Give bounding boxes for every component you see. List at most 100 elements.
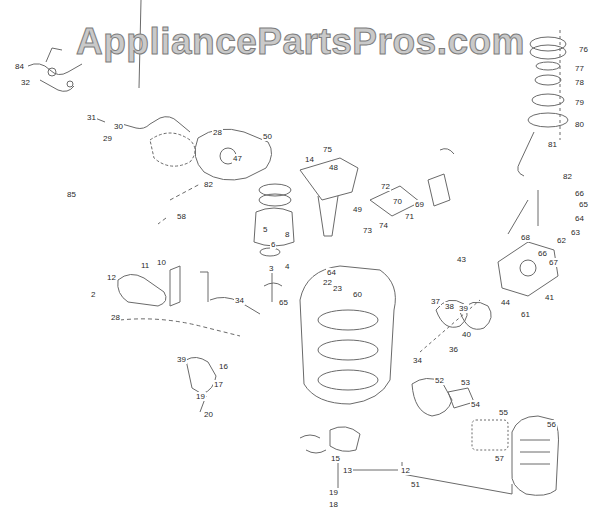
callout-number: 52 bbox=[434, 376, 445, 385]
callout-number: 75 bbox=[322, 145, 333, 154]
carburetor bbox=[498, 242, 558, 296]
callout-number: 40 bbox=[461, 330, 472, 339]
callout-number: 71 bbox=[404, 212, 415, 221]
crankshaft-end bbox=[330, 427, 360, 452]
callout-number: 2 bbox=[90, 290, 96, 299]
callout-number: 50 bbox=[262, 132, 273, 141]
linkage bbox=[95, 117, 190, 132]
ring bbox=[259, 194, 291, 206]
callout-number: 66 bbox=[537, 249, 548, 258]
cylinder-bore bbox=[318, 340, 378, 360]
pivot bbox=[48, 68, 56, 76]
callout-number: 70 bbox=[392, 197, 403, 206]
callout-number: 39 bbox=[176, 355, 187, 364]
carb-bore bbox=[520, 260, 536, 276]
callout-number: 20 bbox=[203, 410, 214, 419]
callout-number: 76 bbox=[578, 45, 589, 54]
callout-number: 32 bbox=[20, 78, 31, 87]
callout-number: 56 bbox=[546, 420, 557, 429]
muffler-rib bbox=[520, 440, 550, 464]
pivot bbox=[67, 81, 73, 87]
callout-number: 62 bbox=[556, 236, 567, 245]
callout-number: 28 bbox=[110, 313, 121, 322]
callout-number: 81 bbox=[547, 140, 558, 149]
callout-number: 15 bbox=[330, 454, 341, 463]
callout-number: 4 bbox=[284, 262, 290, 271]
callout-number: 55 bbox=[498, 408, 509, 417]
handle-part bbox=[186, 357, 216, 394]
callout-number: 80 bbox=[574, 120, 585, 129]
callout-number: 41 bbox=[544, 293, 555, 302]
callout-number: 19 bbox=[195, 392, 206, 401]
cover bbox=[150, 133, 195, 166]
callout-number: 49 bbox=[352, 205, 363, 214]
callout-number: 63 bbox=[570, 228, 581, 237]
callout-number: 30 bbox=[113, 122, 124, 131]
callout-number: 43 bbox=[456, 255, 467, 264]
callout-number: 8 bbox=[284, 230, 290, 239]
callout-number: 12 bbox=[106, 273, 117, 282]
pulley bbox=[530, 45, 566, 59]
callout-number: 64 bbox=[574, 214, 585, 223]
washer bbox=[536, 62, 560, 70]
leader-line bbox=[508, 190, 538, 234]
callout-number: 17 bbox=[213, 380, 224, 389]
callout-number: 77 bbox=[574, 64, 585, 73]
linkage bbox=[28, 48, 82, 91]
crankcase bbox=[195, 129, 271, 180]
dashed-line bbox=[158, 184, 200, 224]
callout-number: 34 bbox=[412, 356, 423, 365]
group-bracket bbox=[402, 462, 512, 494]
callout-number: 5 bbox=[262, 225, 268, 234]
spark-plug bbox=[318, 196, 338, 236]
cylinder-bore bbox=[318, 310, 378, 330]
callout-number: 6 bbox=[270, 240, 276, 249]
callout-number: 58 bbox=[176, 212, 187, 221]
screen bbox=[472, 420, 508, 450]
dashed-line bbox=[560, 30, 561, 140]
callout-number: 65 bbox=[578, 200, 589, 209]
callout-number: 61 bbox=[520, 310, 531, 319]
reed bbox=[428, 149, 454, 206]
callout-number: 82 bbox=[562, 172, 573, 181]
callout-number: 72 bbox=[380, 182, 391, 191]
callout-number: 67 bbox=[548, 258, 559, 267]
spring bbox=[535, 75, 561, 85]
flywheel bbox=[528, 113, 568, 127]
exhaust-flange bbox=[412, 378, 452, 416]
callout-number: 13 bbox=[342, 466, 353, 475]
watermark: AppliancePartsPros.com bbox=[76, 22, 525, 62]
callout-number: 3 bbox=[268, 264, 274, 273]
callout-number: 57 bbox=[494, 454, 505, 463]
pulley bbox=[530, 37, 566, 51]
callout-number: 60 bbox=[352, 290, 363, 299]
callout-number: 85 bbox=[66, 190, 77, 199]
callout-number: 64 bbox=[326, 268, 337, 277]
lever bbox=[518, 132, 534, 176]
callout-number: 82 bbox=[203, 180, 214, 189]
callout-number: 18 bbox=[328, 500, 339, 509]
callout-number: 39 bbox=[458, 304, 469, 313]
callout-number: 65 bbox=[278, 298, 289, 307]
callout-number: 16 bbox=[218, 362, 229, 371]
callout-number: 79 bbox=[574, 98, 585, 107]
plate bbox=[532, 94, 564, 106]
ring bbox=[260, 248, 280, 256]
callout-number: 36 bbox=[448, 345, 459, 354]
callout-number: 34 bbox=[234, 296, 245, 305]
callout-number: 37 bbox=[430, 297, 441, 306]
callout-number: 51 bbox=[410, 480, 421, 489]
dashed-line bbox=[120, 319, 240, 336]
callout-number: 19 bbox=[328, 488, 339, 497]
callout-number: 53 bbox=[460, 378, 471, 387]
callout-number: 74 bbox=[378, 221, 389, 230]
callout-number: 54 bbox=[470, 400, 481, 409]
callout-number: 31 bbox=[86, 113, 97, 122]
callout-number: 47 bbox=[232, 154, 243, 163]
callout-number: 29 bbox=[102, 134, 113, 143]
engine-block bbox=[300, 266, 395, 404]
callout-number: 38 bbox=[444, 302, 455, 311]
callout-number: 69 bbox=[414, 200, 425, 209]
callout-number: 11 bbox=[140, 261, 150, 270]
